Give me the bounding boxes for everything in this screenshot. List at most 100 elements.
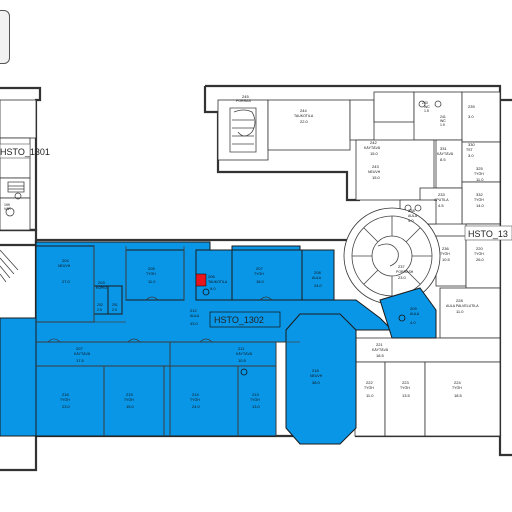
- room-238-area: 4.0: [408, 218, 414, 223]
- room-199-num: 199: [4, 203, 10, 207]
- room-213-num: 213: [252, 392, 259, 397]
- room-223-num: 223: [402, 380, 409, 385]
- room-203-num: 203: [98, 280, 105, 285]
- room-224-name: TYÖH: [452, 386, 462, 390]
- room-220-num: 220: [476, 246, 483, 251]
- room-209-name: AULA: [410, 312, 420, 316]
- room-236-area: 10.5: [442, 257, 451, 262]
- room-239-area: 3.0: [468, 114, 474, 119]
- room-208-area: 24.0: [314, 283, 323, 288]
- room-245-name: PORRAS: [236, 99, 251, 103]
- room-204-num: 204: [62, 258, 69, 263]
- room-325-num: 325: [476, 166, 483, 171]
- room-243-area: 15.0: [372, 175, 381, 180]
- room-237-area: 23.0: [398, 275, 407, 280]
- room-208-name: AULA: [312, 276, 322, 280]
- room-223-area: 13.5: [402, 393, 411, 398]
- room-222-num: 222: [366, 380, 373, 385]
- room-245-num: 245: [242, 94, 249, 99]
- room-242-area: 15.0: [370, 151, 379, 156]
- room-214-num: 214: [192, 392, 199, 397]
- room-209-num: 209: [410, 306, 417, 311]
- room-204-area: 27.0: [62, 279, 71, 284]
- room-202-num: 202: [97, 303, 103, 307]
- room-331-name: KÄYTÄVÄ: [437, 152, 454, 156]
- room-214-area: 24.0: [192, 404, 201, 409]
- room-211-area: 10.5: [238, 358, 247, 363]
- room-222-area: 11.0: [366, 393, 374, 398]
- room-205-num: 205: [148, 266, 155, 271]
- room-215-num: 215: [126, 392, 133, 397]
- room-240-area: 1.5: [424, 109, 429, 113]
- room-332-name: TYÖH: [474, 198, 484, 202]
- room-238-name: AULA: [408, 214, 418, 218]
- room-221-area: 18.5: [376, 353, 385, 358]
- room-233-num: 233: [438, 192, 445, 197]
- room-215-area: 15.0: [126, 404, 135, 409]
- room-240-name: WC: [424, 105, 430, 109]
- room-216-name: TYÖH: [60, 398, 70, 402]
- zone-labels: HSTO_1301 HSTO_1302 HSTO_13: [0, 143, 512, 328]
- room-220-area: 26.0: [476, 257, 485, 262]
- room-228-area: 11.0: [456, 309, 464, 314]
- room-211-num: 211: [238, 346, 245, 351]
- room-241-name: WC: [440, 119, 446, 123]
- room-238-num: 238: [408, 208, 415, 213]
- room-204-name: NEUVH: [58, 264, 71, 268]
- room-208-num: 208: [314, 270, 321, 275]
- room-221-name: KÄYTÄVÄ: [372, 348, 389, 352]
- room-224-num: 224: [454, 380, 461, 385]
- room-212-area: 43.0: [190, 321, 199, 326]
- room-237-name: PORRASH: [396, 270, 414, 274]
- room-207b-num: 207: [76, 346, 83, 351]
- room-201-num: 201: [112, 303, 118, 307]
- room-325-area: 11.0: [476, 177, 484, 182]
- room-332-num: 332: [476, 192, 483, 197]
- room-241-num: 241: [440, 115, 446, 119]
- room-240-num: 240: [422, 101, 428, 105]
- room-244-name: TAUKOTILA: [294, 114, 314, 118]
- right-side: [354, 223, 501, 437]
- room-216-num: 216: [62, 392, 69, 397]
- room-228-name: AULA PALVELUTILA: [446, 304, 479, 308]
- room-243-num: 243: [372, 164, 379, 169]
- room-218-area: 38.0: [312, 380, 321, 385]
- room-207-area: 18.0: [256, 279, 265, 284]
- room-330-name: TST: [466, 148, 473, 152]
- room-244-area: 22.0: [300, 119, 309, 124]
- room-242-name: KÄYTÄVÄ: [364, 146, 381, 150]
- room-206-num: 206: [208, 274, 215, 279]
- room-212-num: 212: [190, 308, 197, 313]
- room-206-area: 9.0: [210, 286, 216, 291]
- room-211-name: KÄYTÄVÄ: [236, 352, 253, 356]
- room-330-num: 330: [468, 142, 475, 147]
- room-209-area: 4.0: [410, 320, 416, 325]
- room-244-num: 244: [300, 108, 307, 113]
- room-207b-name: KÄYTÄVÄ: [74, 352, 91, 356]
- room-220-name: TYÖH: [474, 252, 484, 256]
- top-block: [217, 91, 501, 225]
- room-218-name: NEUVH: [310, 374, 323, 378]
- room-233-name: APUTILA: [434, 198, 449, 202]
- room-332-area: 14.0: [476, 203, 485, 208]
- room-207b-area: 17.5: [76, 358, 85, 363]
- room-216-area: 23.0: [62, 404, 71, 409]
- map-tool-button[interactable]: [0, 10, 10, 64]
- left-wing: [0, 99, 37, 283]
- zone-label-right: HSTO_13: [468, 229, 508, 239]
- room-203-name: KOPIO: [96, 286, 107, 290]
- room-237-num: 237: [398, 264, 405, 269]
- selected-rooms: [0, 241, 437, 445]
- room-205-name: TYÖH: [146, 272, 156, 276]
- room-243-name: NEUVH: [368, 170, 381, 174]
- room-224-area: 18.5: [454, 393, 463, 398]
- highlighted-room-marker[interactable]: [195, 273, 207, 287]
- room-207-name: TYÖH: [254, 272, 264, 276]
- interior-walls: [36, 246, 300, 436]
- room-218-num: 218: [312, 368, 319, 373]
- room-205-area: 11.0: [148, 279, 156, 284]
- room-330-area: 3.0: [468, 153, 474, 158]
- room-214-name: TYÖH: [190, 398, 200, 402]
- room-207-num: 207: [256, 266, 263, 271]
- room-228-num: 228: [456, 298, 463, 303]
